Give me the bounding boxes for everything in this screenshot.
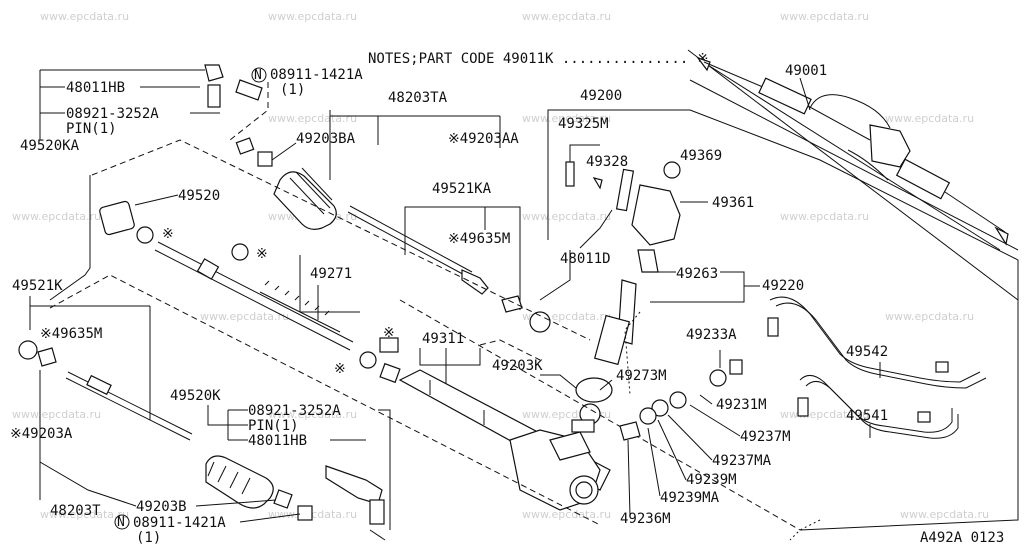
seals-group: 49233A 49231M 49237M 49237MA 49239M 4923… — [619, 327, 791, 527]
label-49001: 49001 — [785, 63, 827, 79]
label-49237MA: 49237MA — [712, 453, 772, 469]
watermark: www.epcdata.ru — [268, 10, 357, 23]
dashed-outlines — [49, 79, 1019, 541]
watermark: www.epcdata.ru — [40, 10, 129, 23]
label-49203K: 49203K — [492, 358, 543, 374]
star-mark: ※ — [383, 325, 395, 341]
label-49325M: 49325M — [558, 116, 609, 132]
label-49520K: 49520K — [170, 388, 221, 404]
label-49521K: 49521K — [12, 278, 63, 294]
label-49203BA: 49203BA — [296, 131, 356, 147]
inner-tie-rod-left: 49521K ※49635M ※49203A — [10, 278, 193, 460]
label-49520: 49520 — [178, 188, 220, 204]
label-49231M: 49231M — [716, 397, 767, 413]
label-49635M-left: ※49635M — [40, 326, 102, 342]
label-49237M: 49237M — [740, 429, 791, 445]
gear-housing: 49311 49203K 49273M — [398, 331, 667, 511]
watermark: www.epcdata.ru — [522, 210, 611, 223]
watermark: www.epcdata.ru — [885, 112, 974, 125]
rack-inner: 49520 ※ ※ 49271 ※ ※ — [99, 188, 401, 384]
notes-text: NOTES;PART CODE 49011K ............... ※ — [368, 51, 708, 67]
label-49236M: 49236M — [620, 511, 671, 527]
assembly-49001: 49001 — [687, 49, 1019, 301]
star-mark: ※ — [162, 226, 174, 242]
hoses: 49542 49541 — [767, 296, 987, 439]
label-08921-top: 08921-3252A — [66, 106, 159, 122]
watermark: www.epcdata.ru — [780, 210, 869, 223]
label-48203TA: 48203TA — [388, 90, 448, 106]
watermark: www.epcdata.ru — [522, 10, 611, 23]
watermark: www.epcdata.ru — [900, 508, 989, 521]
label-49361: 49361 — [712, 195, 754, 211]
boot-top: 48203TA 49203BA ※49203AA — [271, 90, 519, 230]
valve-group-49200: 49200 49325M 49328 49369 49361 48011D 49… — [547, 88, 804, 366]
watermark: www.epcdata.ru — [12, 210, 101, 223]
label-49521KA: 49521KA — [432, 181, 492, 197]
label-pin-top: PIN(1) — [66, 121, 117, 137]
tie-rod-end-top: 48011HB 08921-3252A PIN(1) 49520KA N 089… — [20, 64, 363, 167]
label-qty-top: (1) — [280, 82, 305, 98]
watermark: www.epcdata.ru — [522, 508, 611, 521]
label-49542: 49542 — [846, 344, 888, 360]
label-49203B: 49203B — [136, 499, 187, 515]
label-49271: 49271 — [310, 266, 352, 282]
label-49520KA: 49520KA — [20, 138, 80, 154]
watermark: www.epcdata.ru — [200, 310, 289, 323]
label-49263: 49263 — [676, 266, 718, 282]
label-49369: 49369 — [680, 148, 722, 164]
label-08921-bottom: 08921-3252A — [248, 403, 341, 419]
label-49541: 49541 — [846, 408, 888, 424]
tie-rod-end-bottom: 49520K 08921-3252A PIN(1) 48011HB 49203B… — [39, 388, 391, 546]
label-49635M-right: ※49635M — [448, 231, 510, 247]
label-49239MA: 49239MA — [660, 490, 720, 506]
label-48011D: 48011D — [560, 251, 611, 267]
label-08911-top: 08911-1421A — [270, 67, 363, 83]
n-mark-top: N — [254, 68, 262, 83]
label-49328: 49328 — [586, 154, 628, 170]
figure-code: A492A 0123 — [920, 530, 1004, 546]
label-08911-bottom: 08911-1421A — [133, 515, 226, 531]
watermark: www.epcdata.ru — [885, 310, 974, 323]
label-pin-bottom: PIN(1) — [248, 418, 299, 434]
star-mark: ※ — [334, 361, 346, 377]
label-49200: 49200 — [580, 88, 622, 104]
label-48011HB-bottom: 48011HB — [248, 433, 307, 449]
label-49203A: ※49203A — [10, 426, 73, 442]
label-qty-bottom: (1) — [136, 530, 161, 546]
watermark: www.epcdata.ru — [780, 10, 869, 23]
watermark: www.epcdata.ru — [522, 112, 611, 125]
label-48203T: 48203T — [50, 503, 101, 519]
watermark: www.epcdata.ru — [40, 508, 129, 521]
label-49233A: 49233A — [686, 327, 737, 343]
inner-tie-rod-top: 49521KA ※49635M — [347, 181, 571, 333]
label-49239M: 49239M — [686, 472, 737, 488]
watermark: www.epcdata.ru — [12, 408, 101, 421]
label-49273M: 49273M — [616, 368, 667, 384]
watermark: www.epcdata.ru — [268, 408, 357, 421]
watermark: www.epcdata.ru — [268, 112, 357, 125]
label-49203AA: ※49203AA — [448, 131, 519, 147]
label-49220: 49220 — [762, 278, 804, 294]
label-48011HB-top: 48011HB — [66, 80, 125, 96]
star-mark: ※ — [256, 246, 268, 262]
label-49311: 49311 — [422, 331, 464, 347]
n-mark-bottom: N — [117, 515, 125, 530]
